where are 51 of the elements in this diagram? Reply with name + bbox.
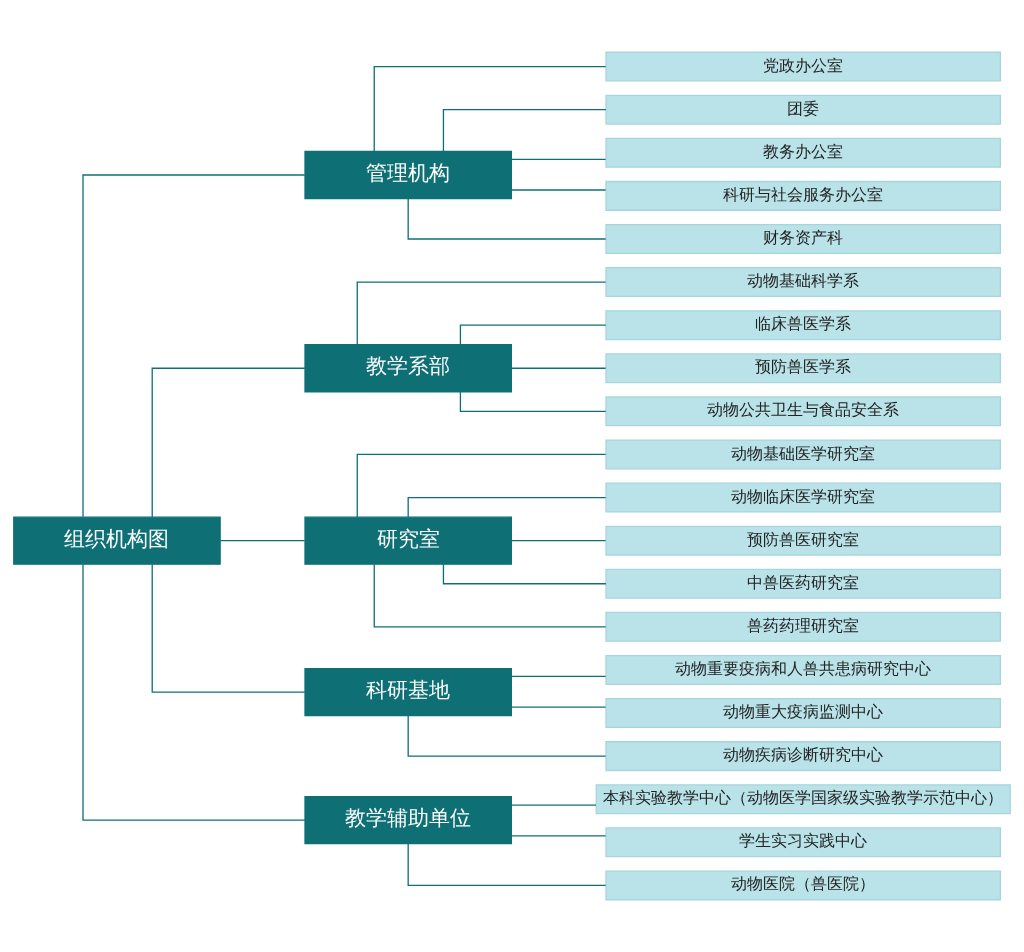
connector <box>356 281 607 346</box>
connector <box>407 496 607 518</box>
node-box: 兽药药理研究室 <box>605 611 1002 642</box>
node-box: 本科实验教学中心（动物医学国家级实验教学示范中心） <box>595 784 1011 815</box>
node-box: 研究室 <box>304 516 512 565</box>
connector <box>407 843 607 887</box>
node-box: 动物重大疫病监测中心 <box>605 698 1002 729</box>
node-box: 动物医院（兽医院） <box>605 870 1002 901</box>
connector <box>82 174 306 518</box>
node-box: 学生实习实践中心 <box>605 827 1002 858</box>
connector <box>510 804 597 806</box>
connector <box>510 189 607 191</box>
node-box: 预防兽医研究室 <box>605 525 1002 556</box>
node-box: 动物临床医学研究室 <box>605 482 1002 513</box>
connector <box>151 563 306 693</box>
connector <box>82 563 306 821</box>
node-box: 动物疾病诊断研究中心 <box>605 741 1002 772</box>
connector <box>510 158 607 160</box>
connector <box>442 563 607 585</box>
connector <box>356 453 607 518</box>
node-box: 组织机构图 <box>13 516 221 565</box>
connector <box>373 65 607 153</box>
node-box: 动物基础科学系 <box>605 267 1002 298</box>
connector <box>459 391 607 412</box>
node-box: 团委 <box>605 94 1002 125</box>
connector <box>459 324 607 346</box>
node-box: 动物公共卫生与食品安全系 <box>605 396 1002 427</box>
node-box: 教务办公室 <box>605 137 1002 168</box>
node-box: 动物重要疫病和人兽共患病研究中心 <box>605 654 1002 685</box>
connector <box>373 563 607 628</box>
node-box: 中兽医药研究室 <box>605 568 1002 599</box>
connector <box>510 540 607 542</box>
node-box: 管理机构 <box>304 150 512 200</box>
connector <box>151 367 306 518</box>
connector <box>407 715 607 757</box>
node-box: 临床兽医学系 <box>605 310 1002 341</box>
connector <box>407 198 607 240</box>
node-box: 财务资产科 <box>605 223 1002 254</box>
node-box: 教学系部 <box>304 344 512 393</box>
node-box: 科研与社会服务办公室 <box>605 180 1002 211</box>
connector <box>510 835 607 837</box>
connector <box>219 540 306 542</box>
node-box: 教学辅助单位 <box>304 795 512 845</box>
node-box: 科研基地 <box>304 667 512 717</box>
connector <box>442 109 607 153</box>
node-box: 党政办公室 <box>605 51 1002 82</box>
connector <box>510 675 607 678</box>
connector <box>510 367 607 369</box>
node-box: 预防兽医学系 <box>605 353 1002 384</box>
node-box: 动物基础医学研究室 <box>605 439 1002 470</box>
connector <box>510 706 607 708</box>
